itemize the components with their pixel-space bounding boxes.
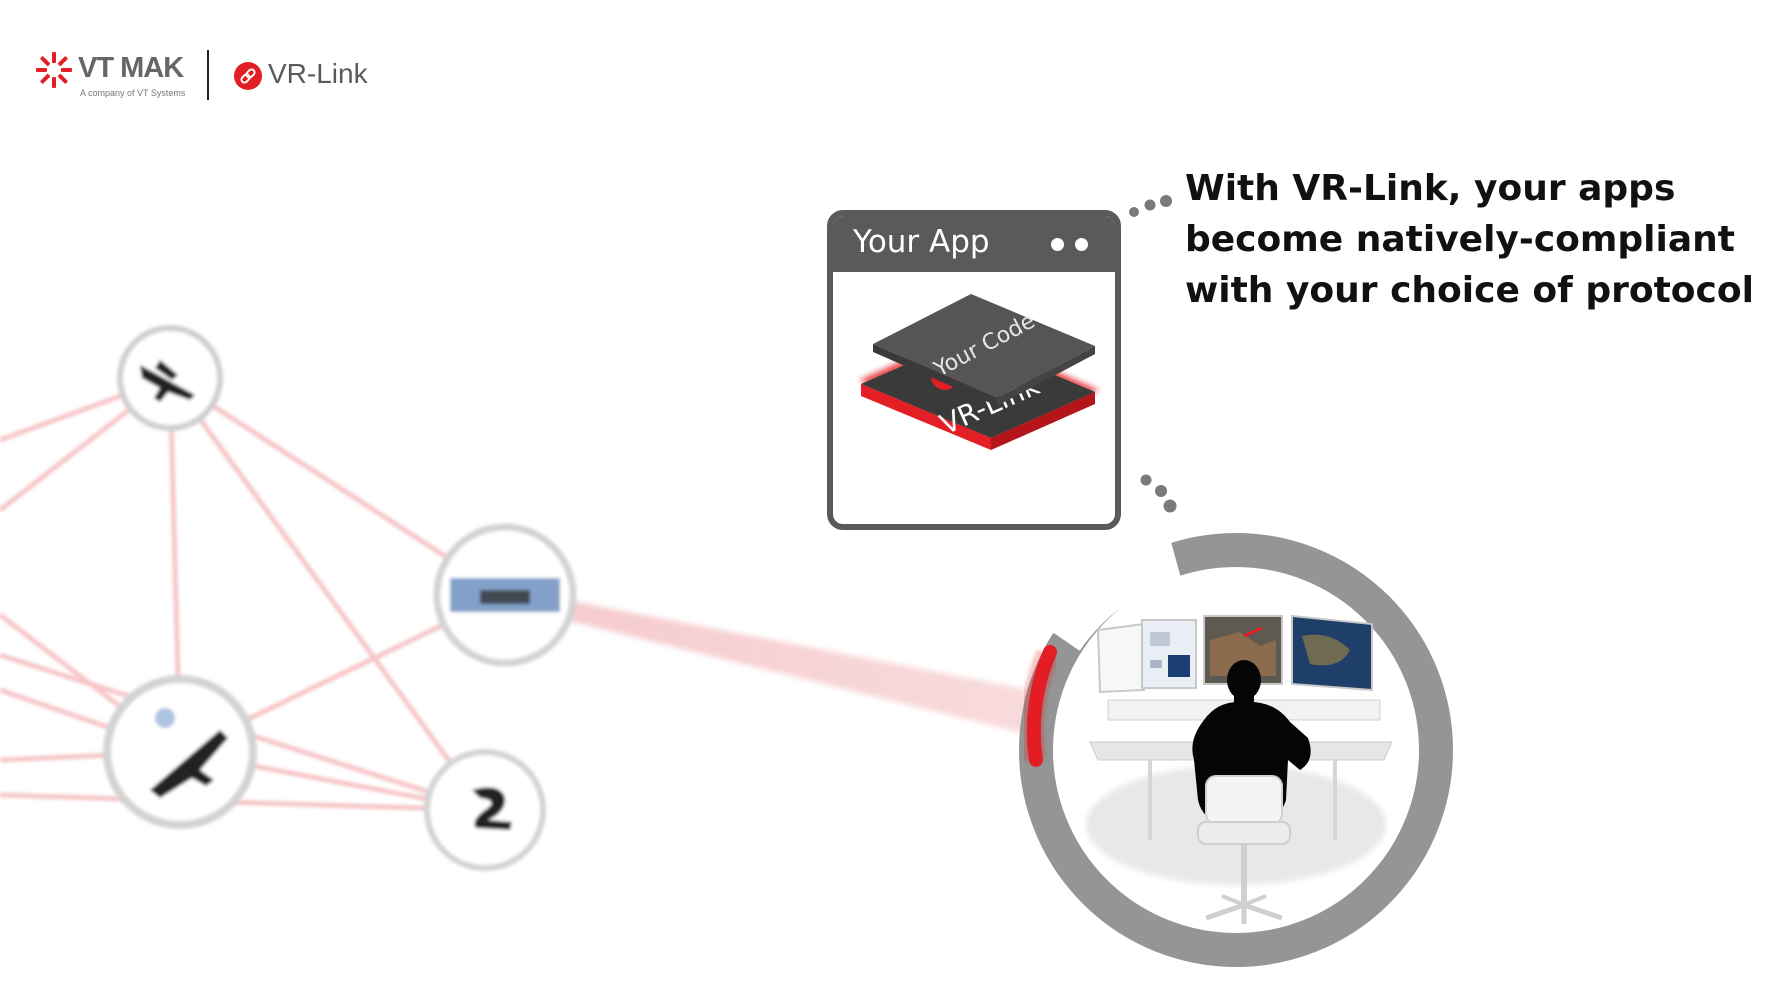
slide-caption: With VR-Link, your apps become natively-… <box>1185 163 1775 316</box>
caption-line-3: with your choice of protocol <box>1185 270 1754 311</box>
thought-dots-lower <box>1140 474 1177 513</box>
app-title: Your App <box>853 224 990 260</box>
operator-workstation-icon <box>1086 614 1393 924</box>
company-subtitle: A company of VT Systems <box>80 88 186 98</box>
caption-line-1: With VR-Link, your apps <box>1185 168 1676 209</box>
fighter-jet-node-icon <box>103 675 257 829</box>
aircraft-node-icon <box>117 325 223 431</box>
company-name: VT MAK <box>78 52 184 84</box>
product-name: VR-Link <box>268 58 368 89</box>
your-app-window: Your App VR-Link Your Code <box>827 210 1121 530</box>
data-beam <box>505 588 1030 735</box>
window-dot-icon <box>1051 238 1064 251</box>
window-dot-icon <box>1075 238 1088 251</box>
vtmak-burst-logo-icon <box>36 52 72 88</box>
code-layer-stack: VR-Link Your Code <box>859 294 1099 450</box>
caption-line-2: become natively-compliant <box>1185 219 1735 260</box>
brand-divider <box>207 50 209 100</box>
vehicle-node-icon <box>433 523 577 667</box>
vrlink-link-logo-icon <box>234 62 262 90</box>
app-titlebar: Your App <box>833 216 1115 272</box>
thought-dots-upper <box>1129 195 1172 217</box>
helicopter-node-icon <box>424 749 546 871</box>
your-code-layer: Your Code <box>873 294 1095 406</box>
